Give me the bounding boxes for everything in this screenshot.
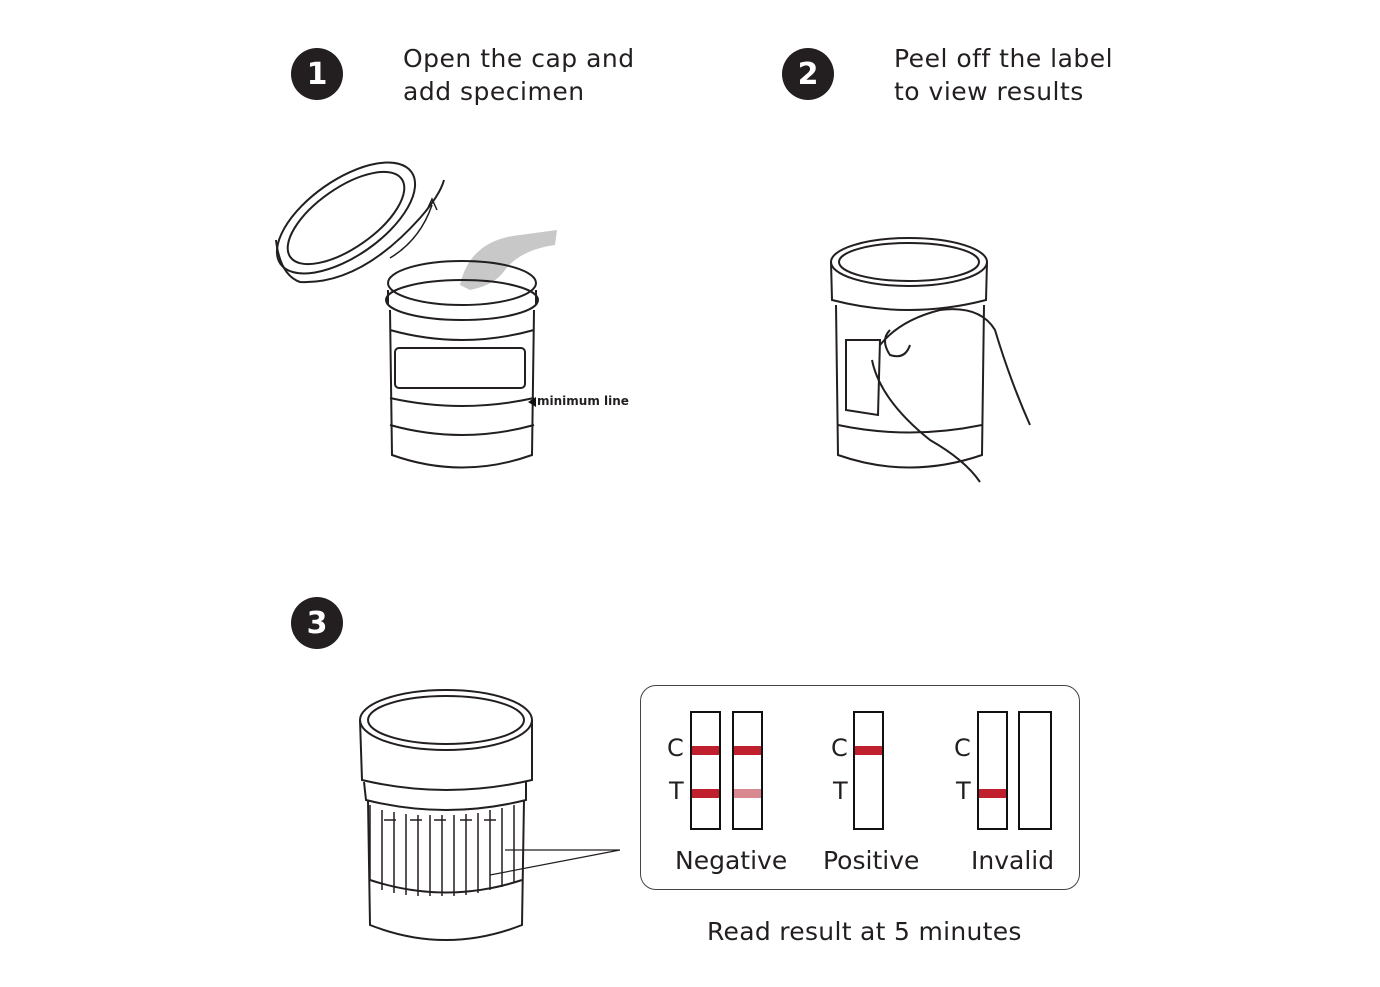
step-1-line-2: add specimen	[403, 77, 585, 106]
step-2-line-2: to view results	[894, 77, 1084, 106]
t-label: T	[833, 777, 848, 805]
invalid-strip-2	[1018, 711, 1052, 830]
step-1-badge: 1	[291, 48, 343, 100]
faint-test-line	[734, 789, 761, 798]
callout-lines	[489, 849, 621, 876]
step-2-line-1: Peel off the label	[894, 44, 1114, 73]
step-3-badge: 3	[291, 597, 343, 649]
test-line	[979, 789, 1006, 798]
step-2-badge: 2	[782, 48, 834, 100]
c-label: C	[954, 734, 971, 762]
rotate-arrow-icon	[389, 204, 433, 259]
step-1-text: Open the cap and add specimen	[403, 42, 635, 108]
c-label: C	[667, 734, 684, 762]
negative-strip-1	[690, 711, 721, 830]
test-strips-window	[369, 805, 515, 896]
test-line	[692, 789, 719, 798]
t-label: T	[956, 777, 971, 805]
negative-strip-2	[732, 711, 763, 830]
results-panel: C T Negative C T Positive C T Invalid	[640, 685, 1080, 890]
positive-label: Positive	[823, 846, 920, 875]
invalid-strip-1	[977, 711, 1008, 830]
cup-illustration-1	[385, 260, 539, 469]
step-1-line-1: Open the cap and	[403, 44, 635, 73]
negative-label: Negative	[675, 846, 788, 875]
read-time-note: Read result at 5 minutes	[707, 917, 1022, 946]
control-line	[734, 746, 761, 755]
c-label: C	[831, 734, 848, 762]
control-line	[855, 746, 882, 755]
t-label: T	[669, 777, 684, 805]
specimen-splash	[460, 230, 557, 290]
invalid-label: Invalid	[971, 846, 1055, 875]
control-line	[692, 746, 719, 755]
cup-illustration-2	[830, 237, 988, 469]
minimum-line-arrow-icon	[528, 397, 536, 407]
cup-illustration-3	[359, 689, 533, 941]
positive-strip	[853, 711, 884, 830]
hand-illustration	[871, 308, 1031, 483]
step-2-text: Peel off the label to view results	[894, 42, 1113, 108]
minimum-line-callout: minimum line	[537, 394, 629, 408]
cap-illustration	[275, 161, 445, 284]
